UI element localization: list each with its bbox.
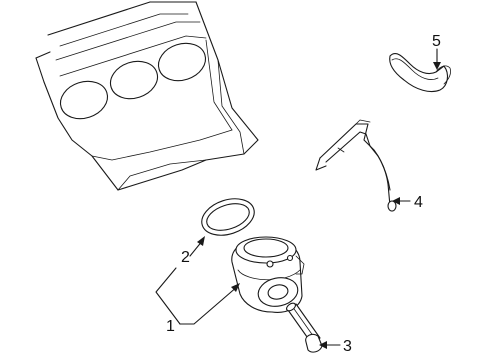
arrowhead-2 bbox=[197, 236, 205, 246]
callout-2: 2 bbox=[181, 249, 190, 266]
bolt-part bbox=[286, 302, 323, 353]
engine-block bbox=[35, 1, 259, 191]
arrowhead-5 bbox=[433, 62, 441, 70]
leader-lines bbox=[155, 48, 441, 349]
callout-1: 1 bbox=[166, 318, 175, 335]
seal-ring-part bbox=[201, 198, 255, 236]
callout-3: 3 bbox=[343, 338, 352, 355]
arrowhead-1 bbox=[231, 283, 240, 292]
callout-4: 4 bbox=[414, 194, 423, 211]
hose-part bbox=[389, 53, 451, 93]
oil-cooler-part bbox=[231, 236, 305, 313]
cooler-line-part bbox=[315, 119, 397, 212]
arrowhead-4 bbox=[392, 197, 400, 205]
callout-5: 5 bbox=[432, 33, 441, 50]
arrowhead-3 bbox=[319, 341, 327, 349]
callout-labels: 5 4 2 1 3 bbox=[166, 33, 441, 355]
